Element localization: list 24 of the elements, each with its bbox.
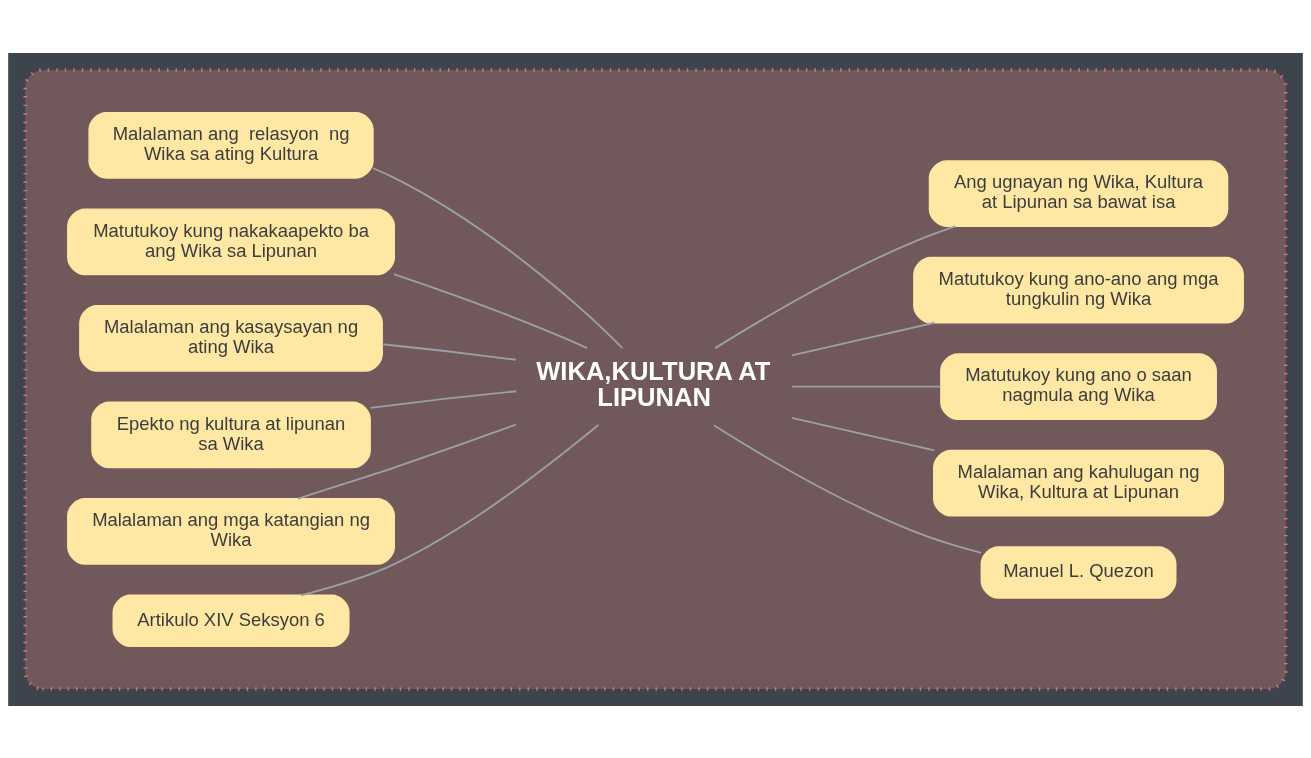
- connector: [381, 342, 518, 361]
- node-text: WIKA,KULTURA AT LIPUNAN: [536, 356, 771, 411]
- connector: [300, 423, 600, 596]
- node-box: Malalaman ang kasaysayan ng ating Wika: [79, 304, 383, 372]
- node-box: Manuel L. Quezon: [980, 545, 1177, 599]
- connector: [790, 321, 936, 356]
- connector: [297, 423, 517, 500]
- connector: [790, 416, 936, 451]
- node-box: Malalaman ang kahulugan ng Wika, Kultura at Lipunan: [933, 449, 1225, 516]
- connector: [712, 423, 983, 554]
- connector: [372, 166, 624, 349]
- node-box: Ang ugnayan ng Wika, Kultura at Lipunan sa bawat isa: [928, 159, 1229, 227]
- connector: [369, 389, 518, 409]
- node-box: Malalaman ang relasyon ng Wika sa ating Kultura: [88, 111, 374, 179]
- node-box: Matutukoy kung nakakaapekto ba ang Wika sa Lipunan: [67, 207, 395, 275]
- cluster: [23, 67, 1288, 691]
- node-box: Artikulo XIV Seksyon 6: [112, 594, 350, 647]
- node-box: Matutukoy kung ano-ano ang mga tungkulin ng Wika: [913, 256, 1244, 323]
- node-box: Epekto ng kultura at lipunan sa Wika: [91, 401, 371, 468]
- node-box: Matutukoy kung ano o saan nagmula ang Wika: [940, 352, 1217, 420]
- connector: [714, 224, 957, 349]
- connector: [790, 385, 942, 388]
- connector: [392, 272, 589, 349]
- node-box: Malalaman ang mga katangian ng Wika: [67, 497, 395, 565]
